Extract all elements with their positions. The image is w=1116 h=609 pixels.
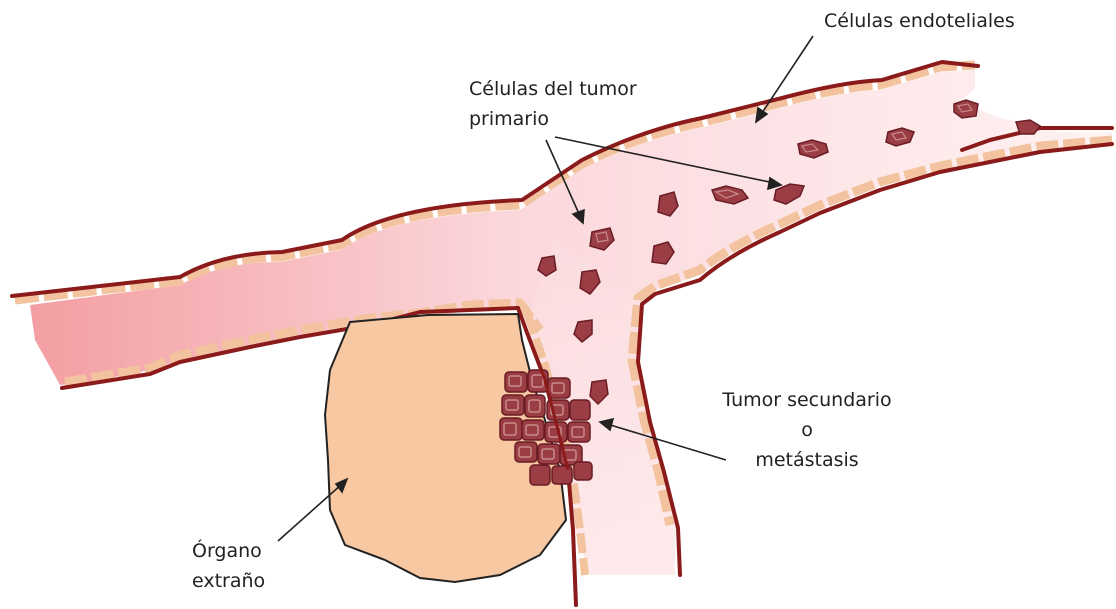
- label-endothelial-cells: Células endoteliales: [824, 6, 1015, 36]
- tumor-cell: [954, 100, 978, 118]
- label-secondary-line3: metástasis: [704, 445, 910, 475]
- label-foreign-organ: Órgano extraño: [192, 536, 265, 596]
- label-organ-line2: extraño: [192, 566, 265, 596]
- label-secondary-tumor: Tumor secundario o metástasis: [704, 385, 910, 475]
- label-organ-line1: Órgano: [192, 536, 265, 566]
- tumor-cell: [1016, 120, 1040, 134]
- label-primary-tumor-cells: Células del tumor primario: [469, 74, 637, 134]
- label-primary-line2: primario: [469, 104, 637, 134]
- label-secondary-line2: o: [704, 415, 910, 445]
- label-secondary-line1: Tumor secundario: [704, 385, 910, 415]
- label-primary-line1: Células del tumor: [469, 74, 637, 104]
